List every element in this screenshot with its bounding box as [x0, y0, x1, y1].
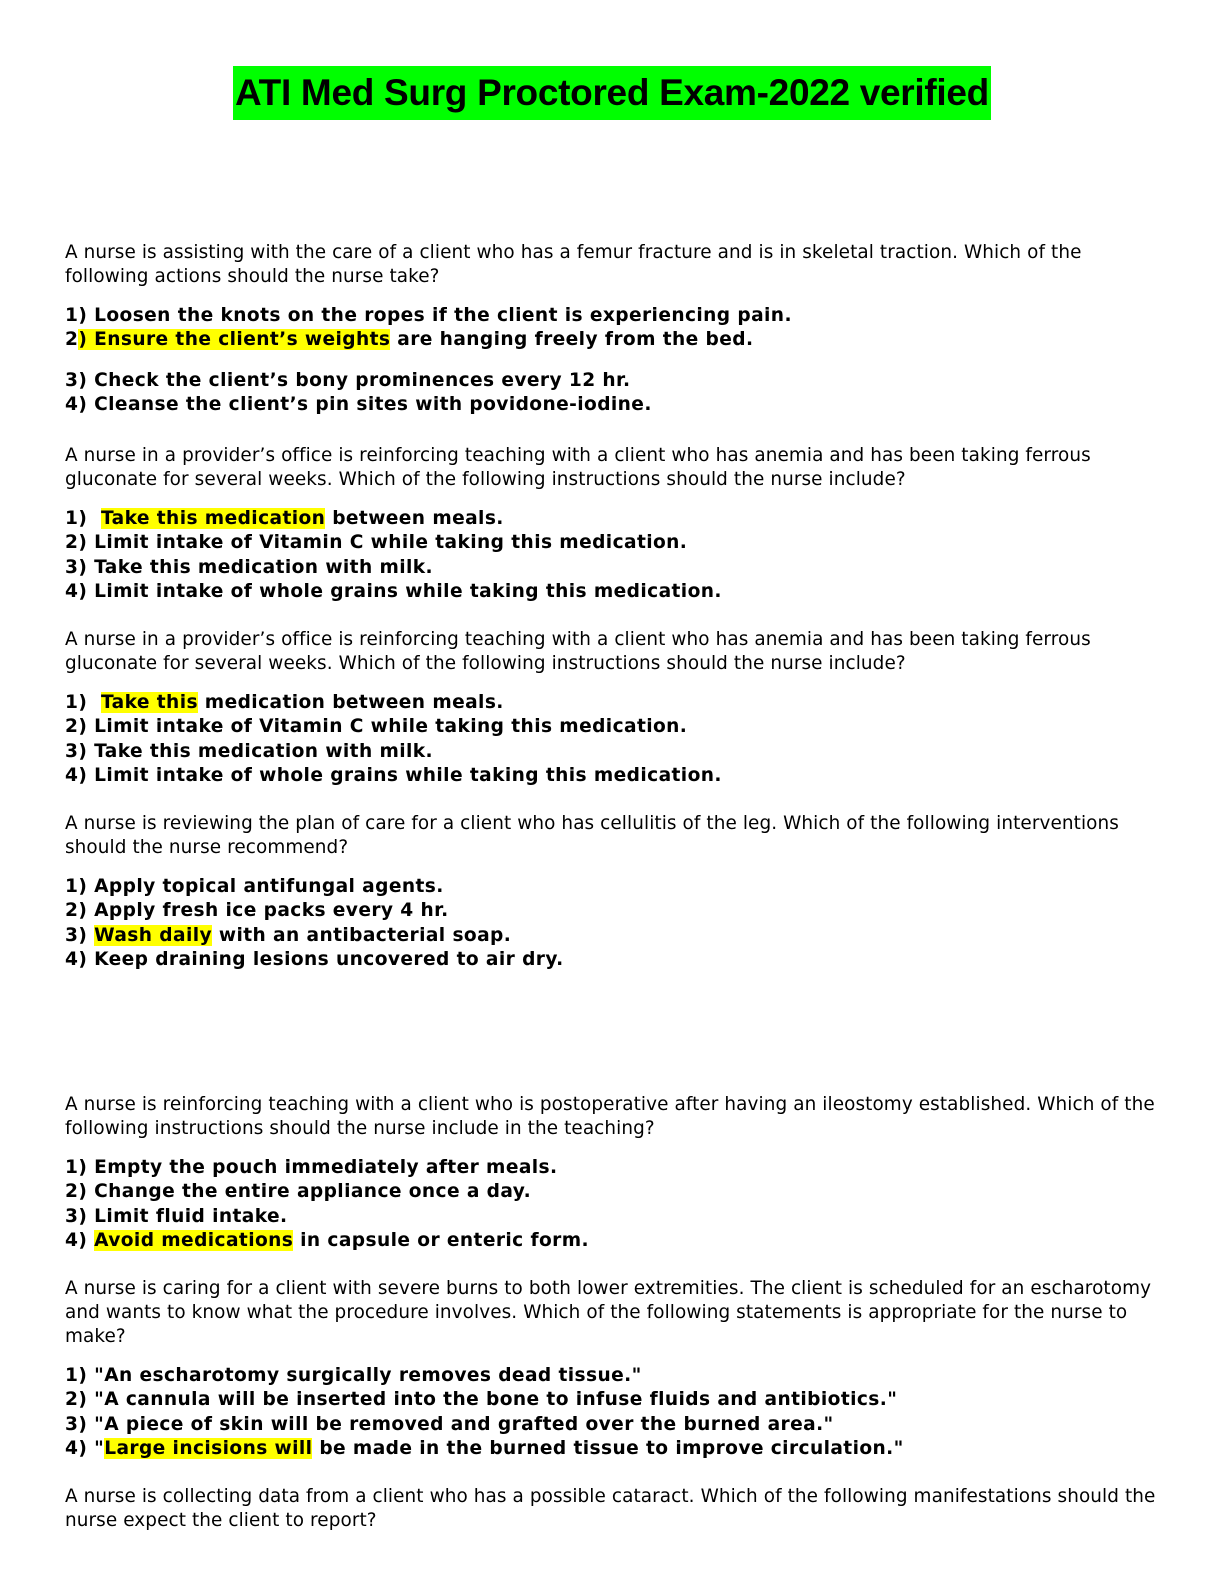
question-stem: A nurse is reviewing the plan of care fo…	[65, 813, 1119, 858]
question-block: A nurse in a provider’s office is reinfo…	[65, 444, 1165, 604]
answer-option: 2) Apply fresh ice packs every 4 hr.	[65, 900, 449, 922]
answer-option: 3) Limit fluid intake.	[65, 1205, 288, 1227]
answer-option: 3) Take this medication with milk.	[65, 556, 434, 578]
question-stem: A nurse is caring for a client with seve…	[65, 1278, 1152, 1347]
answer-option: 4) Limit intake of whole grains while ta…	[65, 764, 722, 786]
question-block: A nurse is reinforcing teaching with a c…	[65, 1093, 1165, 1253]
highlighted-answer: Large incisions will	[104, 1437, 313, 1459]
option-list: 1) Take this medication between meals. 2…	[65, 507, 1165, 604]
answer-option: 3) "A piece of skin will be removed and …	[65, 1413, 834, 1435]
answer-option: 2) Change the entire appliance once a da…	[65, 1181, 532, 1203]
option-list: 1) Take this medication between meals. 2…	[65, 691, 1165, 788]
question-stem: A nurse is assisting with the care of a …	[65, 242, 1082, 287]
highlighted-answer: Avoid medications	[94, 1229, 294, 1251]
answer-option: 1) Empty the pouch immediately after mea…	[65, 1157, 558, 1178]
answer-option: 1) Take this medication between meals.	[65, 508, 504, 529]
highlighted-answer: Wash daily	[94, 924, 213, 946]
answer-option: 1) Apply topical antifungal agents.	[65, 876, 444, 897]
answer-option: 3) Take this medication with milk.	[65, 740, 434, 762]
answer-option: 1) Take this medication between meals.	[65, 692, 504, 713]
question-stem: A nurse in a provider’s office is reinfo…	[65, 629, 1091, 674]
highlighted-answer: Take this	[100, 692, 198, 713]
option-list: 1) "An escharotomy surgically removes de…	[65, 1364, 1165, 1461]
option-list: 1) Loosen the knots on the ropes if the …	[65, 304, 1165, 417]
question-block: A nurse is reviewing the plan of care fo…	[65, 812, 1165, 972]
answer-option: 2) Limit intake of Vitamin C while takin…	[65, 716, 688, 738]
title-container: ATI Med Surg Proctored Exam-2022 verifie…	[0, 66, 1224, 120]
question-block: A nurse is assisting with the care of a …	[65, 241, 1165, 417]
document-title: ATI Med Surg Proctored Exam-2022 verifie…	[233, 66, 991, 120]
answer-option: 3) Check the client’s bony prominences e…	[65, 369, 631, 391]
question-block: A nurse is collecting data from a client…	[65, 1485, 1165, 1533]
answer-option: 4) Avoid medications in capsule or enter…	[65, 1229, 589, 1251]
answer-option: 4) "Large incisions will be made in the …	[65, 1437, 904, 1459]
answer-option: 1) "An escharotomy surgically removes de…	[65, 1365, 642, 1386]
answer-option: 4) Keep draining lesions uncovered to ai…	[65, 948, 564, 970]
answer-option: 3) Wash daily with an antibacterial soap…	[65, 924, 512, 946]
question-stem: A nurse is reinforcing teaching with a c…	[65, 1094, 1155, 1139]
question-stem: A nurse is collecting data from a client…	[65, 1486, 1156, 1531]
answer-option: 2) Limit intake of Vitamin C while takin…	[65, 532, 688, 554]
question-block: A nurse is caring for a client with seve…	[65, 1277, 1165, 1461]
option-list: 1) Empty the pouch immediately after mea…	[65, 1156, 1165, 1253]
answer-option: 1) Loosen the knots on the ropes if the …	[65, 305, 792, 326]
answer-option: 4) Cleanse the client’s pin sites with p…	[65, 393, 652, 415]
question-stem: A nurse in a provider’s office is reinfo…	[65, 445, 1091, 490]
highlighted-answer: ) Ensure the client’s weights	[78, 329, 391, 351]
answer-option: 2) Ensure the client’s weights are hangi…	[65, 329, 754, 351]
answer-option: 2) "A cannula will be inserted into the …	[65, 1389, 898, 1411]
question-block: A nurse in a provider’s office is reinfo…	[65, 628, 1165, 788]
answer-option: 4) Limit intake of whole grains while ta…	[65, 580, 722, 602]
option-list: 1) Apply topical antifungal agents. 2) A…	[65, 875, 1165, 972]
highlighted-answer: Take this medication	[100, 508, 326, 529]
